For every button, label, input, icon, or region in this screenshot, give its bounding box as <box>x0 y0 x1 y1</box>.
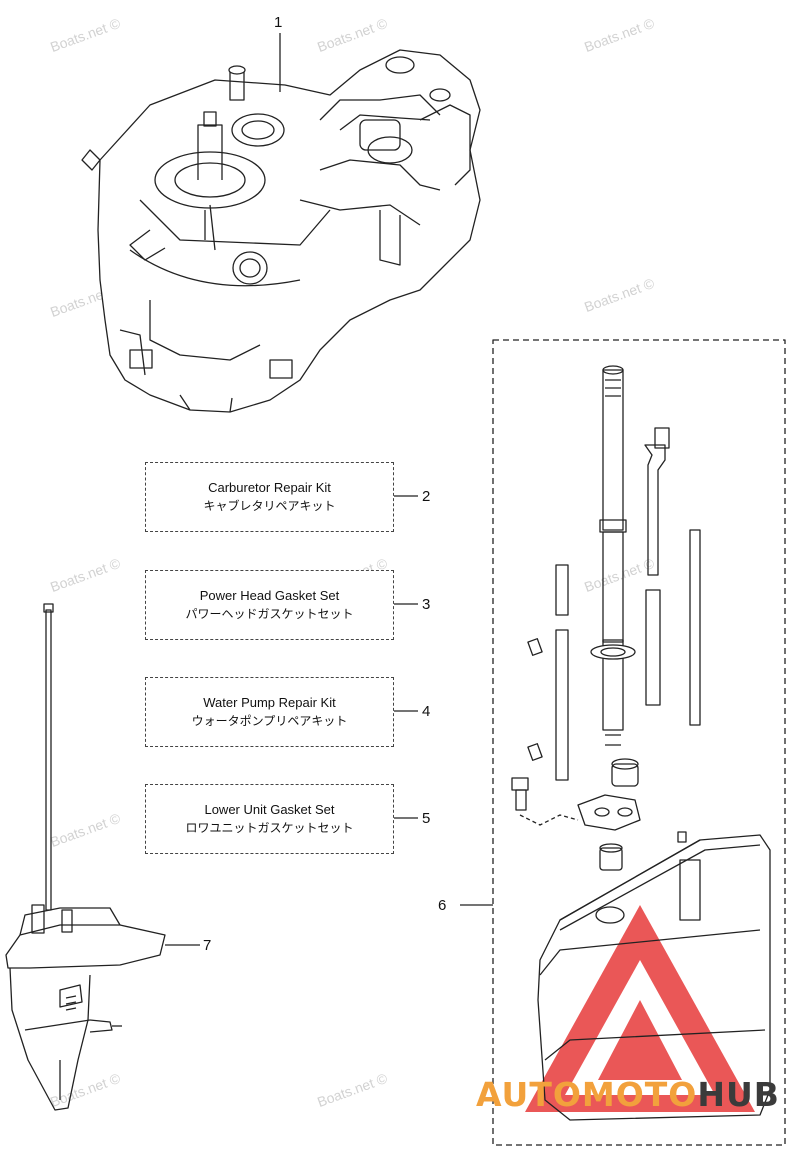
kit-label-water-pump: Water Pump Repair Kit <box>203 695 336 710</box>
kit-label-power-head: Power Head Gasket Set <box>199 588 340 603</box>
callout-7: 7 <box>203 937 212 954</box>
kit-box-water-pump: Water Pump Repair Kit ウォータポンプリペアキット <box>145 677 394 747</box>
kit-label-power-head-jp: パワーヘッドガスケットセット <box>185 607 354 621</box>
callout-1: 1 <box>274 14 283 31</box>
kit-box-carburetor: Carburetor Repair Kit キャブレタリペアキット <box>145 462 394 532</box>
kit-label-carburetor: Carburetor Repair Kit <box>208 480 331 495</box>
kit-label-water-pump-jp: ウォータポンプリペアキット <box>191 714 348 728</box>
drive-shaft-drawing <box>511 365 771 1121</box>
brand-wordmark: AUTOMOTOHUB <box>476 1075 780 1114</box>
callout-6: 6 <box>438 897 447 914</box>
callout-3: 3 <box>422 596 431 613</box>
lower-unit-drawing <box>5 603 200 1111</box>
brand-part-2: HUB <box>697 1075 780 1114</box>
callout-2: 2 <box>422 488 431 505</box>
power-head-drawing <box>81 49 481 413</box>
kit-label-lower-unit-jp: ロワユニットガスケットセット <box>185 821 354 835</box>
callout-4: 4 <box>422 703 431 720</box>
brand-part-1: AUTOMOTO <box>476 1075 698 1114</box>
kit-label-lower-unit: Lower Unit Gasket Set <box>204 802 335 817</box>
callout-5: 5 <box>422 810 431 827</box>
kit-label-carburetor-jp: キャブレタリペアキット <box>203 499 336 513</box>
kit-box-lower-unit: Lower Unit Gasket Set ロワユニットガスケットセット <box>145 784 394 854</box>
group-6-box <box>492 339 786 1146</box>
kit-box-power-head: Power Head Gasket Set パワーヘッドガスケットセット <box>145 570 394 640</box>
brand-logo-triangle <box>525 905 755 1112</box>
